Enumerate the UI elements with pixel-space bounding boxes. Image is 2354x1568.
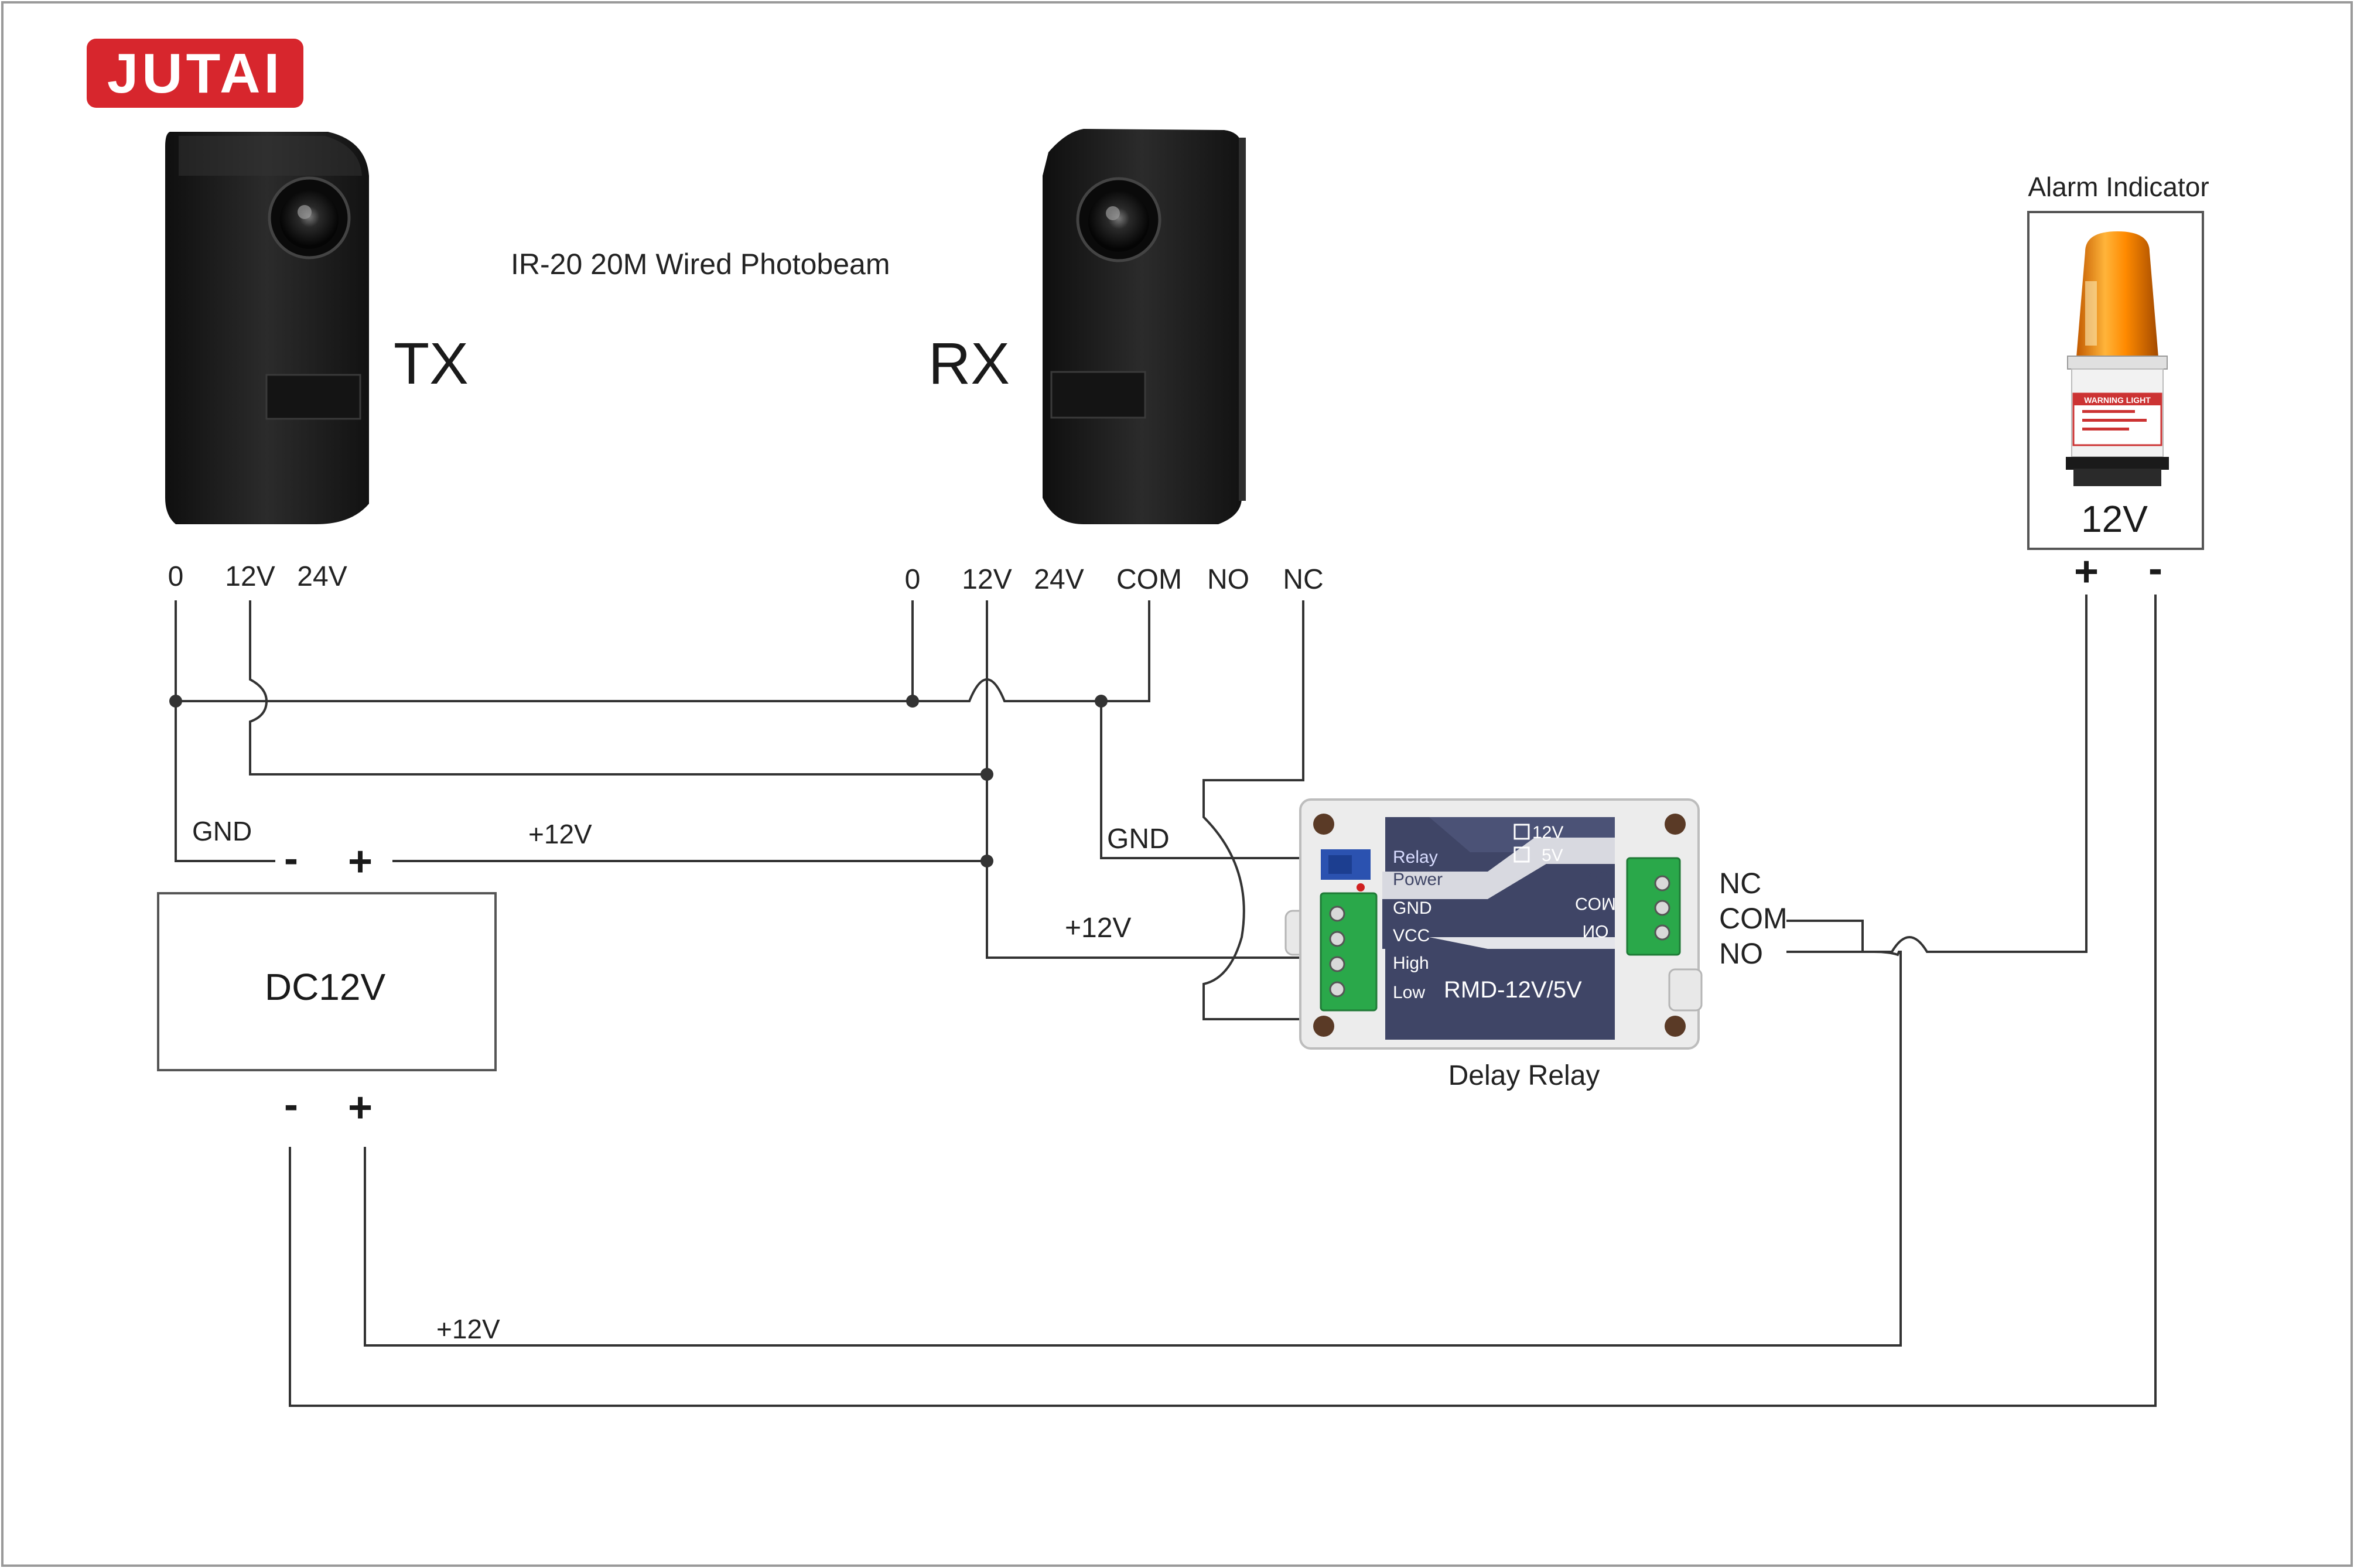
alarm-voltage: 12V bbox=[2081, 498, 2148, 540]
tx-terminal-12v: 12V bbox=[225, 561, 275, 592]
lamp-sticker-text: WARNING LIGHT bbox=[2084, 395, 2151, 405]
rx-terminal-nc: NC bbox=[1283, 564, 1323, 595]
rx-terminal-12v: 12V bbox=[962, 564, 1012, 595]
label-gnd-left: GND bbox=[192, 816, 252, 846]
relay-right-pins-mirrored: NC COM NO bbox=[1575, 867, 1616, 941]
rx-device-image bbox=[1043, 129, 1246, 524]
wire-relay-no-psu bbox=[364, 951, 1902, 1347]
tx-label: TX bbox=[394, 331, 469, 397]
relay-caption: Delay Relay bbox=[1448, 1060, 1600, 1091]
relay-pin-nc-mirrored: NC bbox=[1583, 867, 1608, 886]
wire-gnd-relay bbox=[1100, 701, 1321, 859]
relay-opt-5v: 5V bbox=[1542, 846, 1563, 865]
psu-bottom-plus: + bbox=[348, 1084, 373, 1131]
power-supply-box bbox=[157, 892, 497, 1071]
psu-bottom-minus: - bbox=[284, 1081, 298, 1128]
wire-relay-com-alarm bbox=[1786, 595, 2087, 953]
rx-label: RX bbox=[928, 331, 1010, 397]
rx-terminal-24v: 24V bbox=[1034, 564, 1084, 595]
relay-power-line1: Relay bbox=[1393, 848, 1438, 867]
junction-dots bbox=[169, 695, 1108, 867]
wire-nc-relay bbox=[1202, 600, 1321, 1020]
relay-out-nc: NC bbox=[1719, 867, 1761, 900]
wire-rx-12v bbox=[986, 600, 1321, 959]
wire-gnd-bus bbox=[175, 600, 275, 862]
tx-device-image bbox=[165, 132, 369, 524]
relay-pin-vcc: VCC bbox=[1393, 926, 1430, 945]
relay-pin-gnd: GND bbox=[1393, 899, 1432, 918]
relay-model: RMD-12V/5V bbox=[1444, 977, 1582, 1003]
relay-out-com: COM bbox=[1719, 902, 1788, 935]
psu-top-plus: + bbox=[348, 838, 373, 885]
relay-power-line2: Power bbox=[1393, 870, 1443, 889]
psu-top-minus: - bbox=[284, 835, 298, 882]
logo-text: JUTAI bbox=[107, 42, 283, 105]
relay-pin-low: Low bbox=[1393, 983, 1425, 1002]
alarm-title: Alarm Indicator bbox=[2028, 172, 2209, 202]
relay-out-no: NO bbox=[1719, 937, 1763, 970]
wiring bbox=[175, 595, 2157, 1407]
wire-tx-12v bbox=[249, 600, 987, 776]
tx-terminal-0: 0 bbox=[168, 561, 184, 592]
label-plus12-relay: +12V bbox=[1065, 913, 1131, 944]
power-supply-label: DC12V bbox=[265, 966, 386, 1008]
label-plus12-top: +12V bbox=[528, 819, 592, 849]
relay-pin-com-mirrored: COM bbox=[1575, 894, 1616, 913]
relay-pin-no-mirrored: NO bbox=[1583, 921, 1609, 941]
tx-terminal-24v: 24V bbox=[297, 561, 347, 592]
relay-opt-12v: 12V bbox=[1532, 823, 1563, 842]
label-plus12-bottom: +12V bbox=[436, 1314, 500, 1344]
rx-terminal-0: 0 bbox=[905, 564, 921, 595]
alarm-minus-terminal: - bbox=[2148, 545, 2162, 592]
wire-alarm-minus-psu bbox=[289, 595, 2157, 1407]
relay-pin-high: High bbox=[1393, 954, 1429, 973]
alarm-plus-terminal: + bbox=[2074, 548, 2099, 595]
wire-gnd-horizontal bbox=[176, 600, 1150, 702]
label-gnd-relay: GND bbox=[1107, 824, 1170, 855]
delay-relay-module bbox=[1284, 798, 1703, 1050]
rx-terminal-no: NO bbox=[1207, 564, 1249, 595]
warning-lamp-image: WARNING LIGHT bbox=[2066, 231, 2169, 486]
diagram-title: IR-20 20M Wired Photobeam bbox=[511, 248, 890, 281]
rx-terminal-com: COM bbox=[1116, 564, 1182, 595]
jutai-logo: JUTAI bbox=[87, 39, 303, 108]
